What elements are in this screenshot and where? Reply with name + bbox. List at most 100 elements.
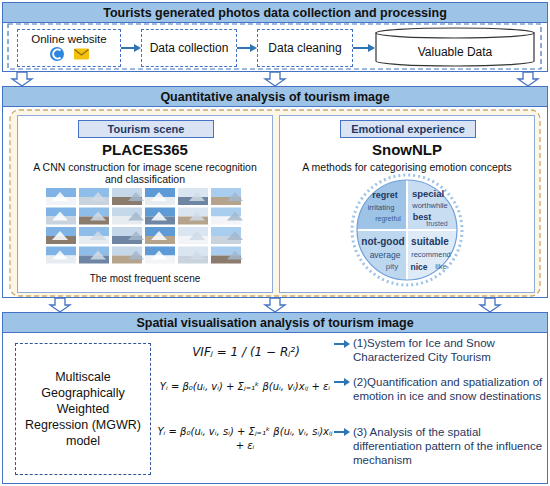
photo-sky bbox=[46, 208, 76, 217]
arrow-line bbox=[353, 47, 370, 49]
block-arrow-shape bbox=[265, 298, 285, 312]
photo-shape bbox=[227, 212, 243, 221]
section-box: Quantitative analysis of tourism imagePL… bbox=[2, 86, 548, 298]
tab-label: Tourism scene bbox=[79, 121, 213, 137]
source-box: Online website bbox=[17, 29, 121, 67]
photo-ground bbox=[145, 236, 175, 244]
photo-sky bbox=[46, 247, 76, 256]
photo-shape bbox=[151, 251, 167, 260]
photo-sky bbox=[178, 208, 208, 217]
block-arrow bbox=[265, 72, 285, 86]
flow-arrow bbox=[121, 44, 141, 52]
photo-ground bbox=[211, 256, 241, 264]
box-label: Data collection bbox=[142, 30, 236, 66]
photo-shape bbox=[90, 192, 106, 201]
model-name: Multiscale Geographically Weighted Regre… bbox=[16, 344, 150, 474]
photo-ground bbox=[79, 256, 109, 264]
photo-shape bbox=[151, 192, 167, 201]
photo-shape bbox=[227, 231, 243, 240]
block-arrow-shape bbox=[480, 298, 500, 312]
method-name: SnowNLP bbox=[280, 141, 534, 158]
arrow-head bbox=[368, 44, 375, 52]
photo-ground bbox=[112, 197, 142, 205]
photo-sky bbox=[145, 247, 175, 256]
model-box: Multiscale Geographically Weighted Regre… bbox=[15, 343, 151, 475]
photo-sky bbox=[211, 208, 241, 217]
arrow-line bbox=[237, 47, 252, 49]
photo-ground bbox=[145, 256, 175, 264]
result-item: (3) Analysis of the spatial differentiat… bbox=[353, 425, 543, 467]
photo-sky bbox=[178, 247, 208, 256]
photo-sky bbox=[178, 227, 208, 236]
mail-icon bbox=[74, 49, 89, 60]
result-arrows bbox=[334, 340, 350, 436]
photo-shape bbox=[90, 231, 106, 240]
section-heading: Quantitative analysis of tourism image bbox=[3, 87, 547, 107]
block-arrow-shape bbox=[12, 72, 32, 86]
photo-ground bbox=[79, 217, 109, 225]
formula: Yᵢ = β₀(uᵢ, vᵢ, sᵢ) + Σⱼ₌₁ᵏ β(uᵢ, vᵢ, sᵢ… bbox=[156, 425, 334, 453]
block-arrow bbox=[480, 298, 500, 312]
result-item: (1)System for Ice and Snow Characterized… bbox=[353, 336, 543, 364]
photo-shape bbox=[227, 251, 243, 260]
photo-shape bbox=[52, 212, 68, 221]
photo-sky bbox=[112, 247, 142, 256]
block-arrow bbox=[518, 72, 538, 86]
photo-ground bbox=[145, 197, 175, 205]
photo-sky bbox=[211, 227, 241, 236]
process-box: Data cleaning bbox=[257, 29, 353, 67]
photo-ground bbox=[46, 217, 76, 225]
photo-ground bbox=[178, 256, 208, 264]
photo-shape bbox=[189, 231, 205, 240]
photo-shape bbox=[151, 231, 167, 240]
method-panel: PLACES365A CNN construction for image sc… bbox=[17, 115, 273, 293]
panel-tab: Emotional experience bbox=[340, 120, 476, 138]
photo-shape bbox=[128, 192, 144, 201]
tab-label: Emotional experience bbox=[341, 121, 475, 137]
photo-ground bbox=[178, 236, 208, 244]
photo-sky bbox=[211, 188, 241, 197]
block-arrow-shape bbox=[265, 72, 285, 86]
block-arrow bbox=[50, 298, 70, 312]
photo-shape bbox=[189, 251, 205, 260]
photo-sky bbox=[46, 188, 76, 197]
arrow-head bbox=[250, 44, 257, 52]
photo-ground bbox=[178, 197, 208, 205]
photo-sky bbox=[112, 188, 142, 197]
photo-shape bbox=[90, 251, 106, 260]
method-description: A methods for categorising emotion conce… bbox=[290, 161, 524, 173]
scene-photo-grid bbox=[46, 188, 243, 264]
box-label: Data cleaning bbox=[258, 30, 352, 66]
photo-ground bbox=[112, 217, 142, 225]
formula: VIFⱼ = 1 / (1 − Rⱼ²) bbox=[158, 345, 334, 359]
result-item: (2)Quantification and spatialization of … bbox=[353, 375, 543, 403]
photo-sky bbox=[145, 208, 175, 217]
photo-shape bbox=[227, 192, 243, 201]
method-container bbox=[10, 110, 540, 296]
database-cylinder: Valuable Data bbox=[375, 27, 535, 67]
grid-caption: The most frequent scene bbox=[18, 273, 272, 284]
section-box: Tourists generated photos data collectio… bbox=[2, 2, 548, 72]
photo-shape bbox=[189, 212, 205, 221]
photo-shape bbox=[90, 212, 106, 221]
photo-sky bbox=[79, 188, 109, 197]
block-arrow bbox=[265, 298, 285, 312]
photo-sky bbox=[112, 227, 142, 236]
box-label: Valuable Data bbox=[375, 36, 535, 67]
arrow-head bbox=[134, 44, 141, 52]
photo-ground bbox=[145, 217, 175, 225]
photo-ground bbox=[46, 236, 76, 244]
photo-sky bbox=[79, 227, 109, 236]
block-arrow-shape bbox=[50, 298, 70, 312]
photo-ground bbox=[211, 197, 241, 205]
photo-shape bbox=[128, 212, 144, 221]
arrow-line bbox=[121, 47, 136, 49]
photo-sky bbox=[79, 208, 109, 217]
flow-arrow bbox=[353, 44, 375, 52]
box-label: Online website bbox=[18, 33, 120, 45]
photo-shape bbox=[128, 251, 144, 260]
method-name: PLACES365 bbox=[18, 141, 272, 158]
section-box: Spatial visualisation analysis of touris… bbox=[2, 312, 548, 484]
photo-ground bbox=[46, 256, 76, 264]
